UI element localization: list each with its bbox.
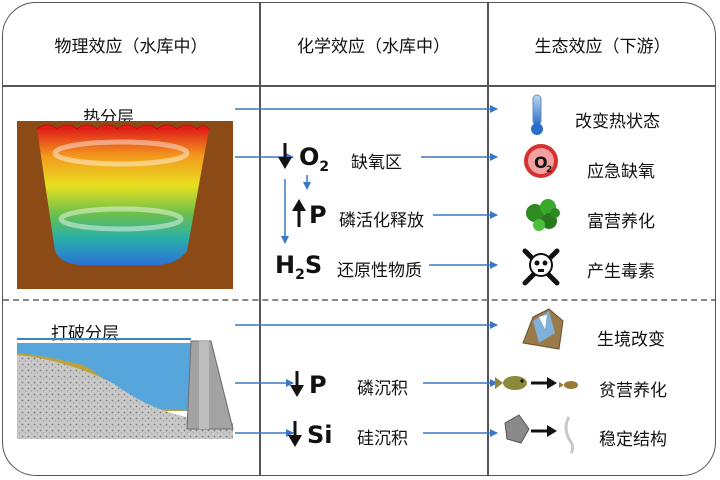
oxygen-badge-subscript: 2 xyxy=(546,165,552,175)
section-divider xyxy=(3,299,715,301)
p-release-symbol: P xyxy=(309,201,327,229)
header-physical: 物理效应（水库中） xyxy=(54,36,208,57)
thermal-state-label: 改变热状态 xyxy=(575,112,660,132)
oxygen-badge-text: O xyxy=(534,153,548,172)
p-down-arrow xyxy=(290,371,304,397)
diagram-frame: 物理效应（水库中） 化学效应（水库中） 生态效应（下游） 热分层 打破分层 O2… xyxy=(2,2,716,476)
o2-down-arrow xyxy=(278,143,292,169)
silicon-deposition-label: 硅沉积 xyxy=(357,429,408,449)
header-chemical: 化学效应（水库中） xyxy=(297,36,450,57)
habitat-rocks-icon xyxy=(522,308,564,350)
habitat-change-label: 生境改变 xyxy=(597,330,665,350)
phosphorus-deposition-label: 磷沉积 xyxy=(357,379,408,399)
si-down-arrow xyxy=(288,421,302,447)
p-up-arrow xyxy=(292,199,306,227)
stratified-reservoir-image xyxy=(17,121,233,289)
si-symbol: Si xyxy=(307,421,333,449)
hypoxia-label: 应急缺氧 xyxy=(587,162,655,182)
o2-symbol: O2 xyxy=(299,143,330,175)
skull-crossbones-icon xyxy=(522,248,560,286)
header-ecological: 生态效应（下游） xyxy=(534,36,671,57)
p-sink-symbol: P xyxy=(309,371,327,399)
phosphorus-release-label: 磷活化释放 xyxy=(339,211,424,231)
reducing-substance-label: 还原性物质 xyxy=(337,261,422,281)
anoxic-zone-label: 缺氧区 xyxy=(351,153,402,173)
eutrophication-label: 富营养化 xyxy=(587,212,655,232)
header-divider xyxy=(3,85,715,87)
oligotrophication-label: 贫营养化 xyxy=(599,381,667,401)
stable-structure-label: 稳定结构 xyxy=(599,430,667,450)
thermometer-icon xyxy=(531,94,543,135)
oxygen-badge-icon: O 2 xyxy=(524,144,558,178)
algae-icon xyxy=(526,199,560,231)
h2s-symbol: H2S xyxy=(275,251,323,283)
flow-arrows xyxy=(235,105,498,437)
diatom-to-algae-icon xyxy=(504,414,575,454)
dam-cross-section-image xyxy=(17,338,234,439)
column-divider-1 xyxy=(259,3,261,475)
column-divider-2 xyxy=(487,3,489,475)
toxin-label: 产生毒素 xyxy=(587,262,655,282)
big-fish-to-small-fish-icon xyxy=(495,376,578,390)
diagram-graphics: O 2 xyxy=(17,94,578,454)
